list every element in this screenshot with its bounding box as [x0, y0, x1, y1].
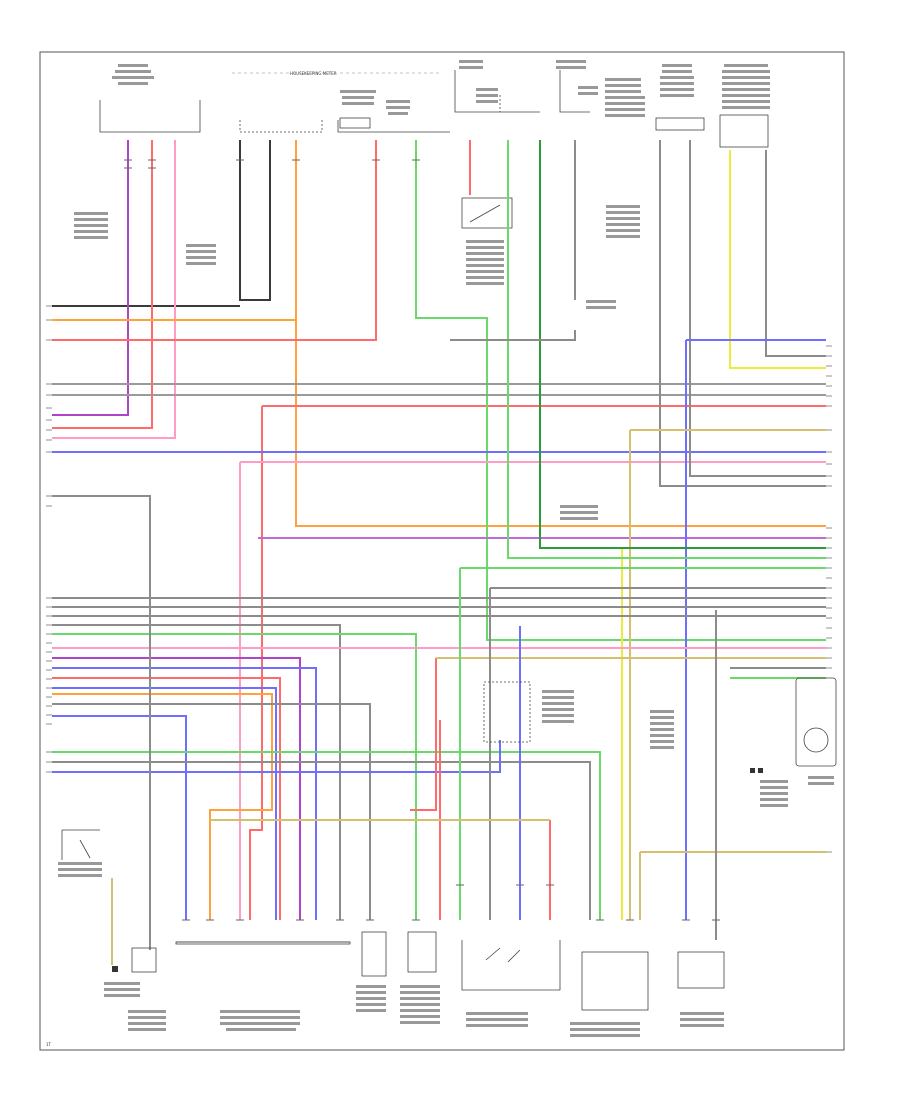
- wire-gray-5: [765, 150, 826, 357]
- bottom-components: [61, 677, 837, 1011]
- wire-green-1: [415, 140, 826, 641]
- wire-orange-3: [52, 693, 273, 920]
- wire-blue-5: [52, 687, 277, 920]
- right-terminal-ticks: [826, 345, 832, 853]
- wire-gray-4: [689, 140, 826, 477]
- diagram-frame: [39, 51, 845, 1051]
- wire-orange-1: [295, 140, 826, 527]
- wire-gray-11: [52, 624, 341, 920]
- top-components: [99, 70, 769, 229]
- wire-yellow-1: [729, 150, 826, 369]
- wire-gray-14: [52, 495, 151, 950]
- wire-blue-6: [52, 715, 187, 920]
- wire-green-2: [507, 140, 826, 559]
- wire-gray-12: [52, 703, 371, 920]
- wire-gray-13: [52, 761, 591, 920]
- wire-gray-3: [659, 140, 826, 487]
- left-terminal-ticks: [46, 305, 52, 773]
- wire-red-1: [52, 140, 153, 429]
- wire-purple-1: [52, 140, 129, 416]
- wire-pink-1: [52, 140, 176, 439]
- header-title: HOUSEKEEPING METER: [290, 71, 337, 76]
- wire-dark-green-1: [539, 140, 826, 549]
- wire-blue-4: [52, 667, 317, 920]
- label-blocks: [58, 60, 834, 1037]
- wire-green-3: [52, 633, 417, 920]
- wire-red-7: [410, 658, 437, 811]
- wire-red-6: [52, 677, 281, 920]
- wire-blue-7: [52, 740, 501, 773]
- wire-green-4: [52, 751, 601, 920]
- wire-red-2: [52, 140, 377, 341]
- wire-gray-7: [450, 330, 576, 341]
- ground-symbols: [112, 768, 763, 972]
- connector-marks: [124, 159, 720, 921]
- wire-black-1: [239, 140, 271, 301]
- wire-purple-3: [52, 657, 301, 920]
- wire-red-4: [249, 406, 263, 920]
- wires: [52, 140, 826, 965]
- footer-code: 1T: [46, 1042, 52, 1047]
